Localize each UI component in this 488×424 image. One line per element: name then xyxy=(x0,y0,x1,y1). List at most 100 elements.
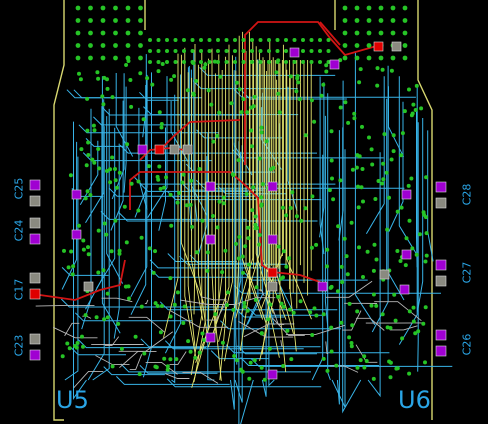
via xyxy=(221,201,226,206)
via xyxy=(410,246,415,251)
via xyxy=(325,368,330,373)
cyan-trace xyxy=(77,339,207,349)
via xyxy=(153,249,157,254)
c27-pad-2 xyxy=(435,275,447,287)
via xyxy=(95,70,100,75)
via xyxy=(102,221,107,226)
via xyxy=(364,359,369,363)
via xyxy=(153,301,158,306)
via xyxy=(375,66,380,71)
via xyxy=(184,203,189,208)
component-pad xyxy=(329,59,340,70)
via xyxy=(125,18,131,23)
white-trace xyxy=(182,371,219,384)
via xyxy=(407,218,412,223)
via xyxy=(81,247,86,252)
yellow-bus-trace xyxy=(191,77,204,321)
c25-pad-1 xyxy=(29,179,41,191)
via xyxy=(83,313,88,318)
via xyxy=(165,60,169,64)
via xyxy=(113,218,118,223)
via xyxy=(411,305,416,310)
yellow-bus-trace xyxy=(197,64,208,334)
via xyxy=(90,157,95,162)
component-pad xyxy=(267,369,278,380)
via xyxy=(252,358,257,363)
via xyxy=(354,43,360,48)
white-trace xyxy=(355,317,385,331)
cyan-trace xyxy=(199,67,336,76)
white-trace xyxy=(238,320,294,338)
yellow-bus-trace xyxy=(219,56,227,381)
via xyxy=(185,88,190,93)
via xyxy=(96,228,101,233)
white-trace xyxy=(53,326,98,339)
via xyxy=(202,65,207,70)
via xyxy=(297,97,302,102)
board-outline-right xyxy=(417,0,433,420)
via xyxy=(217,199,222,204)
via xyxy=(424,175,429,180)
via xyxy=(267,60,271,64)
via xyxy=(158,186,163,191)
via xyxy=(339,264,344,269)
via xyxy=(242,304,247,309)
via xyxy=(173,49,178,53)
via xyxy=(194,79,199,83)
via xyxy=(392,292,397,297)
c24-pad-1 xyxy=(29,217,41,229)
c26-pad-1 xyxy=(435,329,447,341)
yellow-bus-trace xyxy=(193,61,206,382)
cyan-trace xyxy=(367,152,381,398)
via xyxy=(321,312,326,317)
board-outline-layer xyxy=(53,0,433,421)
cyan-trace xyxy=(338,80,344,241)
via xyxy=(301,49,305,53)
yellow-bus-trace xyxy=(289,76,297,352)
white-trace xyxy=(200,296,227,301)
cyan-trace xyxy=(147,76,168,218)
via xyxy=(342,30,348,36)
via xyxy=(200,331,205,336)
via xyxy=(329,129,334,134)
via xyxy=(309,245,314,250)
pad-layer xyxy=(29,41,447,380)
via xyxy=(329,349,334,354)
via xyxy=(390,30,396,36)
via xyxy=(336,224,341,229)
c24-pad-2 xyxy=(29,233,41,245)
via xyxy=(125,30,131,36)
via xyxy=(338,178,343,183)
via xyxy=(91,123,96,128)
cyan-trace xyxy=(103,366,165,376)
cyan-trace xyxy=(388,86,405,158)
white-trace xyxy=(105,336,120,347)
via xyxy=(78,77,83,82)
cyan-trace xyxy=(116,376,230,385)
via xyxy=(309,38,314,42)
via xyxy=(125,43,131,48)
via xyxy=(156,69,161,74)
via xyxy=(124,63,129,67)
refdes-u5: U5 xyxy=(56,386,89,414)
via xyxy=(246,262,251,267)
via xyxy=(100,18,106,23)
yellow-bus-trace xyxy=(286,69,312,320)
via xyxy=(371,292,376,297)
component-pad xyxy=(391,41,402,52)
via xyxy=(257,242,262,247)
cyan-trace xyxy=(101,76,121,334)
via xyxy=(102,317,107,322)
via xyxy=(253,298,258,302)
via xyxy=(113,30,118,36)
via xyxy=(200,218,205,223)
cyan-trace xyxy=(101,106,247,116)
via xyxy=(375,83,380,88)
via xyxy=(253,214,258,219)
via xyxy=(296,80,301,85)
via xyxy=(186,339,191,344)
via xyxy=(284,264,289,269)
via xyxy=(157,164,162,169)
white-trace xyxy=(206,300,227,321)
cyan-trace xyxy=(139,364,218,374)
